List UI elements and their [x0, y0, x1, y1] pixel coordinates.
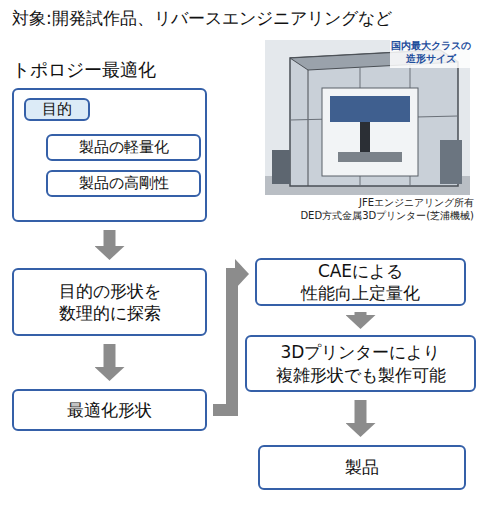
badge-background — [390, 38, 472, 68]
process-box: 目的の形状を 数理的に探索 — [12, 268, 207, 336]
machine-body — [322, 88, 418, 176]
box-text: 製品 — [345, 456, 379, 478]
box-text: 製品の高剛性 — [79, 174, 169, 194]
enclosure-frame — [308, 70, 309, 186]
control-cabinet — [440, 140, 462, 184]
group-box: トポロジー最適化目的製品の軽量化製品の高剛性 — [12, 88, 207, 222]
process-box: 3Dプリンターにより 複雑形状でも製作可能 — [245, 335, 476, 392]
control-cabinet — [272, 150, 290, 184]
item-box: 製品の軽量化 — [46, 134, 201, 161]
result-box: 製品 — [258, 445, 466, 490]
item-box: 製品の高剛性 — [46, 170, 201, 197]
page-title: 対象:開発試作品、リバースエンジニアリングなど — [12, 8, 392, 29]
box-text: 製品の軽量化 — [79, 138, 169, 158]
machine-table — [338, 152, 402, 162]
process-box: 最適化形状 — [12, 389, 207, 431]
enclosure — [290, 50, 458, 186]
box-text: 目的 — [42, 100, 72, 120]
photo-caption: JFEエンジニアリング所有 DED方式金属3Dプリンター(芝浦機械) — [262, 197, 474, 222]
flow-arrow — [355, 400, 367, 423]
box-text: CAEによる 性能向上定量化 — [257, 260, 464, 304]
flow-arrow — [213, 274, 235, 410]
machine-head — [330, 96, 410, 122]
flow-arrow — [104, 344, 116, 367]
box-text: 最適化形状 — [67, 399, 152, 421]
machine-nozzle — [360, 122, 370, 152]
box-text: 3Dプリンターにより 複雑形状でも製作可能 — [247, 341, 474, 385]
box-text: 目的の形状を 数理的に探索 — [14, 280, 205, 324]
group-heading: トポロジー最適化 — [12, 58, 156, 81]
flow-arrow — [104, 230, 116, 246]
badge-text: 国内最大クラスの 造形サイズ — [390, 40, 472, 65]
process-box: CAEによる 性能向上定量化 — [255, 258, 466, 306]
heading-box: 目的 — [24, 98, 90, 121]
flow-arrow — [355, 312, 367, 315]
